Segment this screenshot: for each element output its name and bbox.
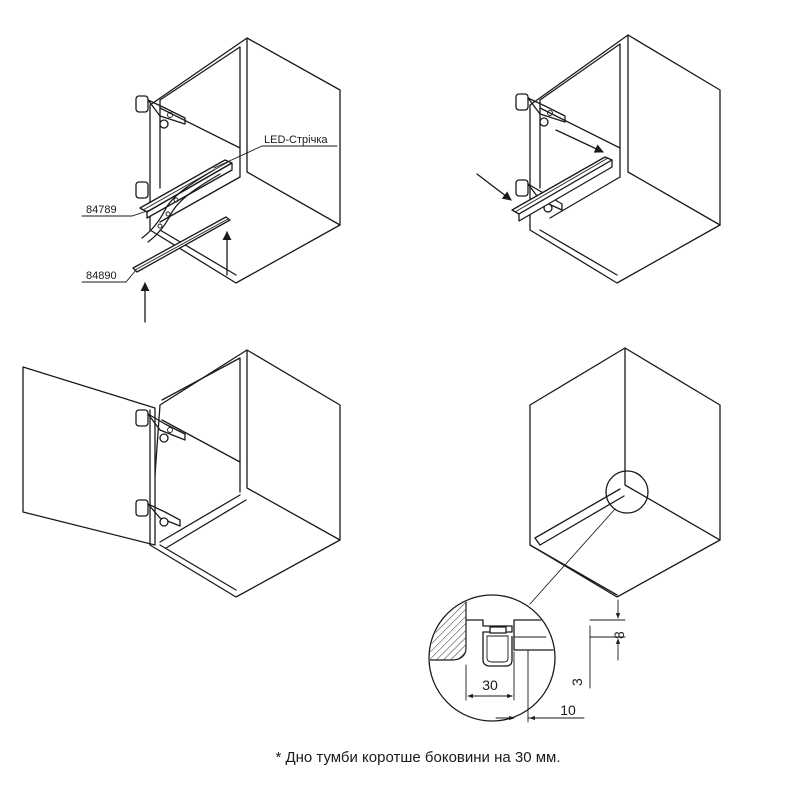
step1-cabinet: LED-Стрічка 84789 84890 <box>81 37 341 323</box>
profile-cross-section-detail: 8 3 30 10 <box>428 594 627 723</box>
cabinet-outline <box>149 349 341 598</box>
step2-cabinet <box>476 34 721 284</box>
cabinet-door <box>22 366 156 546</box>
led-profile-assembled <box>511 156 613 222</box>
dim-height-8: 8 <box>611 631 627 639</box>
footnote: * Дно тумби коротше боковини на 30 мм. <box>275 749 560 766</box>
dim-width-10: 10 <box>560 702 576 718</box>
arrow-slide-icon <box>555 129 604 153</box>
cabinet-outline <box>529 34 721 284</box>
step4-cabinet <box>529 347 721 605</box>
detail-leader <box>529 508 616 605</box>
hinge-icon <box>135 181 149 199</box>
part-84789-label: 84789 <box>86 204 117 216</box>
part-84890-label: 84890 <box>86 270 117 282</box>
hinge-icon <box>515 93 566 127</box>
hinge-icon <box>135 409 186 443</box>
hinge-icon <box>135 499 181 527</box>
arrow-slide-icon <box>476 173 512 201</box>
led-strip <box>141 169 221 243</box>
hinge-icon <box>135 95 186 129</box>
dim-width-30: 30 <box>482 677 498 693</box>
detail-callout-circle <box>605 470 649 514</box>
step3-cabinet <box>22 349 341 598</box>
led-strip-label: LED-Стрічка <box>264 134 328 146</box>
dim-height-3: 3 <box>569 678 585 686</box>
